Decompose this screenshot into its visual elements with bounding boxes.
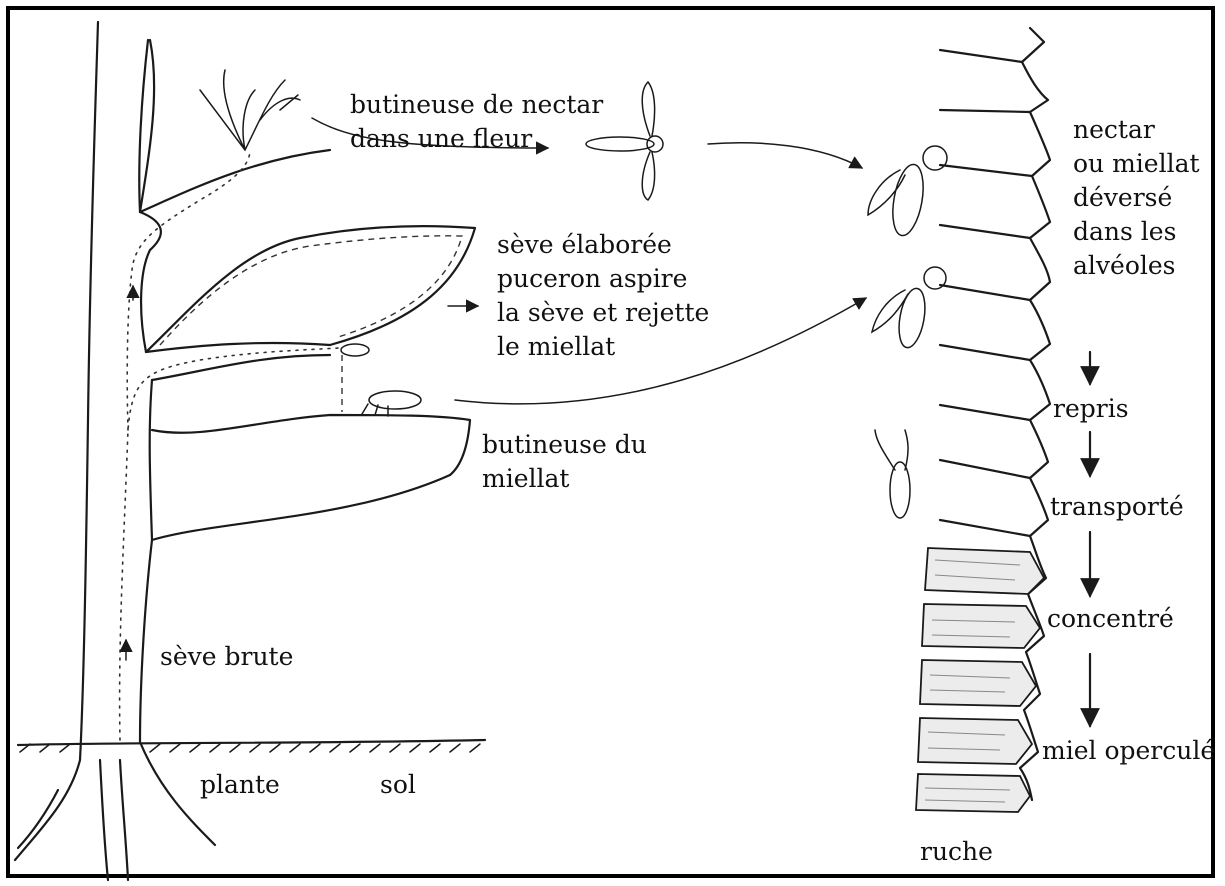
label-plant: plante [200,768,280,802]
label-soil: sol [380,768,416,802]
label-raw-sap: sève brute [160,640,293,674]
label-nectar-deposited: nectar ou miellat déversé dans les alvéo… [1073,113,1200,283]
label-honeydew-forager: butineuse du miellat [482,428,647,496]
nectar-deposited-line-1: nectar [1073,113,1200,147]
elaborated-sap-line-2: puceron aspire [497,262,709,296]
nectar-forager-line-1: butineuse de nectar [350,88,603,122]
elaborated-sap-line-3: la sève et rejette [497,296,709,330]
honeydew-forager-line-1: butineuse du [482,428,647,462]
nectar-deposited-line-5: alvéoles [1073,249,1200,283]
ground-line [18,740,485,752]
elaborated-sap-line-1: sève élaborée [497,228,709,262]
nectar-forager-line-2: dans une fleur [350,122,603,156]
label-capped-honey: miel operculé [1042,734,1215,768]
label-concentrated: concentré [1047,602,1174,636]
nectar-deposited-line-3: déversé [1073,181,1200,215]
label-nectar-forager: butineuse de nectar dans une fleur [350,88,603,156]
hive-bees-icon [868,146,947,518]
label-elaborated-sap: sève élaborée puceron aspire la sève et … [497,228,709,364]
honeydew-forager-line-2: miellat [482,462,647,496]
label-hive: ruche [920,835,993,869]
nectar-deposited-line-4: dans les [1073,215,1200,249]
label-taken-up: repris [1053,392,1129,426]
label-transported: transporté [1050,490,1184,524]
nectar-deposited-line-2: ou miellat [1073,147,1200,181]
elaborated-sap-line-4: le miellat [497,330,709,364]
